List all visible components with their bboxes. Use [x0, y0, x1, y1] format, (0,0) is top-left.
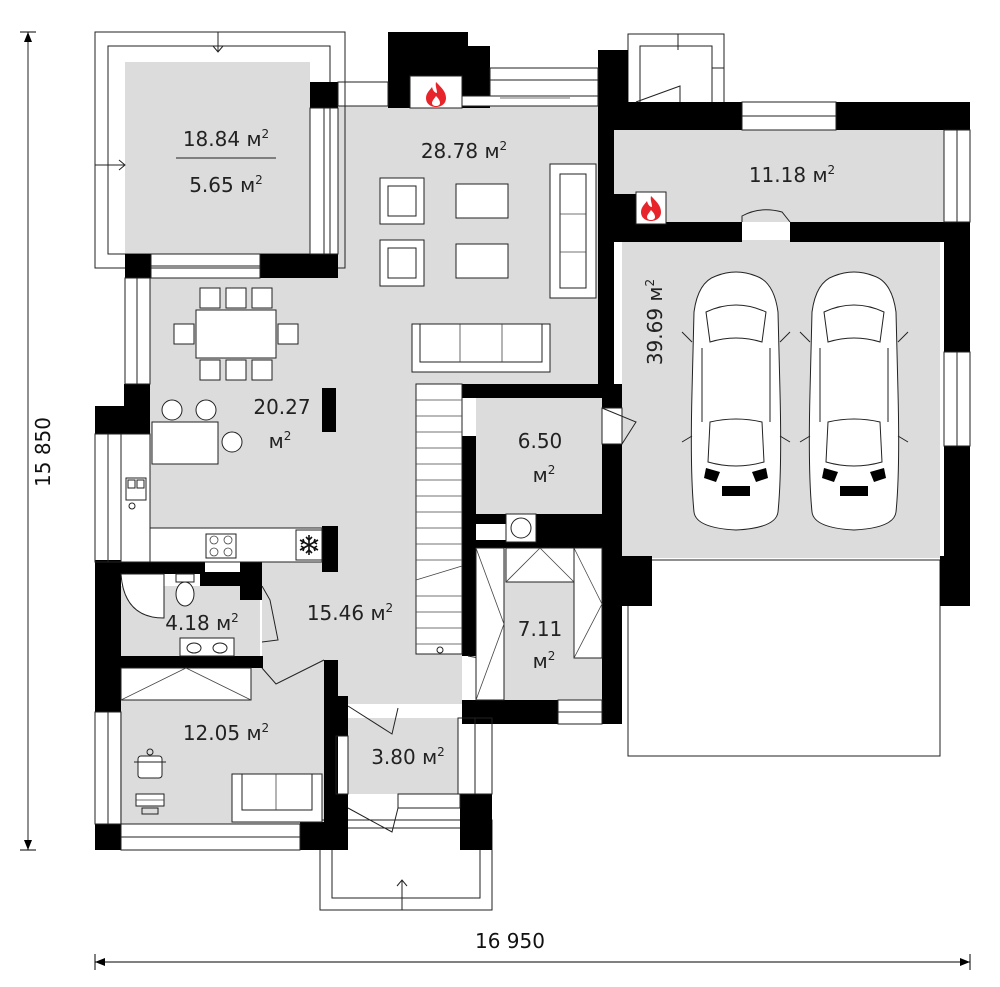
furniture [120, 75, 909, 823]
room-area-storage: 6.50 [518, 429, 563, 453]
room-area-living: 28.78 м2 [421, 139, 507, 163]
pot-icon [134, 748, 166, 779]
width-dimension-label: 16 950 [475, 929, 545, 953]
walls [95, 32, 970, 850]
shower [120, 573, 165, 619]
room-area-terrace-top: 18.84 м2 [183, 127, 269, 151]
bed-sofa [231, 773, 323, 823]
car [799, 271, 909, 531]
room-area-terrace-bottom: 5.65 м2 [189, 173, 263, 197]
dimension-height [20, 31, 36, 851]
room-area-bedroom: 12.05 м2 [183, 721, 269, 745]
sewing-machine-icon [135, 793, 165, 815]
coffee-table [455, 243, 509, 279]
room-area-hall: 15.46 м2 [307, 601, 393, 625]
floor-vestibule [348, 718, 458, 794]
room-area-vestibule: 3.80 м2 [371, 745, 445, 769]
room-area-wardrobe-unit: м2 [533, 649, 556, 673]
armchair [379, 239, 425, 287]
room-area-dining-unit: м2 [269, 429, 292, 453]
room-area-dining: 20.27 [253, 395, 310, 419]
room-area-storage-unit: м2 [533, 463, 556, 487]
dimension-width [94, 954, 971, 970]
room-area-bathroom: 4.18 м2 [165, 611, 239, 635]
sofa [549, 163, 597, 299]
coffee-table [455, 183, 509, 219]
height-dimension-label: 15 850 [31, 417, 55, 487]
double-sink [179, 637, 235, 657]
floor-boiler [614, 130, 944, 222]
dining-table [195, 309, 277, 359]
wardrobe-closet [120, 667, 252, 701]
flame-icon [635, 191, 667, 225]
car [681, 271, 791, 531]
room-area-wardrobe: 7.11 [518, 617, 563, 641]
room-area-boiler: 11.18 м2 [749, 163, 835, 187]
room-area-garage: 39.69 м2 [643, 279, 667, 365]
snowflake-icon [299, 535, 319, 555]
toilet [175, 573, 195, 583]
armchair [379, 177, 425, 225]
floor-storage [476, 398, 602, 514]
wardrobe-cabinet [475, 547, 505, 701]
flame-icon [426, 82, 446, 107]
kitchen-island [151, 421, 219, 465]
sofa [411, 323, 551, 373]
staircase [415, 383, 463, 655]
